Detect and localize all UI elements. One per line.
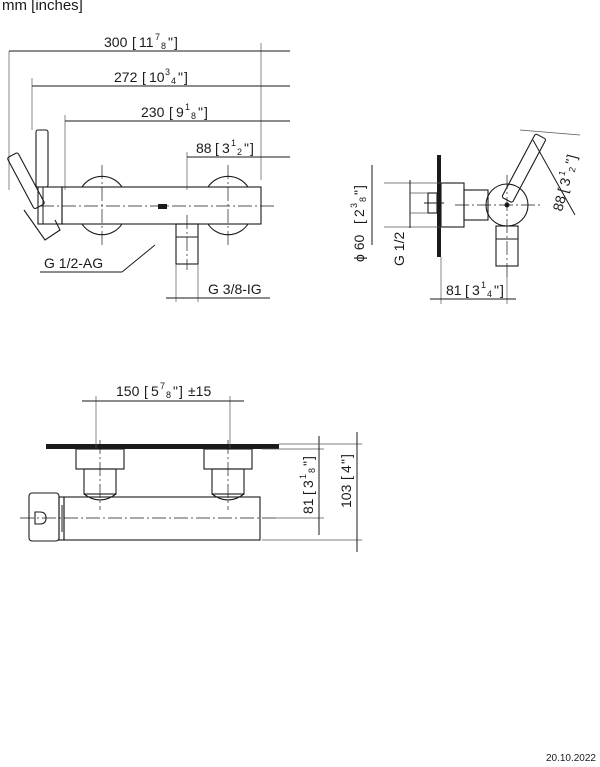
- dim-81-end-num: 1: [481, 280, 486, 290]
- dim-60-num: 3: [349, 203, 359, 208]
- dim-88-den: 2: [237, 147, 242, 157]
- svg-text:": ": [351, 190, 367, 195]
- dim-60-value: ϕ 60: [351, 234, 367, 262]
- svg-text:": ": [244, 140, 249, 156]
- dim-88-inch: 3: [222, 140, 230, 156]
- dim-230-value: 230: [141, 104, 165, 120]
- dim-272-value: 272: [114, 69, 138, 85]
- dim-88-value: 88: [196, 140, 212, 156]
- svg-text:]: ]: [174, 34, 178, 50]
- dim-150-num: 7: [160, 381, 165, 391]
- end-view: ϕ 60 [ 2 3 8 " ] G 1/2 81 [ 3 1 4 " ] 88…: [349, 129, 581, 304]
- dim-150-den: 8: [166, 390, 171, 400]
- svg-text:]: ]: [204, 104, 208, 120]
- wall-plate-side: [437, 155, 441, 257]
- lever-handle: [35, 129, 49, 188]
- dim-60-inch: 2: [351, 209, 367, 217]
- dim-150-inch: 5: [151, 383, 159, 399]
- dim-60-den: 8: [358, 197, 368, 202]
- dim-272-den: 4: [171, 76, 176, 86]
- dim-300-den: 8: [161, 41, 166, 51]
- dim-81-end-den: 4: [487, 289, 492, 299]
- svg-text:[: [: [554, 186, 570, 194]
- dim-150-tolerance: ±15: [188, 383, 211, 399]
- svg-text:[: [: [132, 34, 136, 50]
- dim-272-num: 3: [165, 67, 170, 77]
- dim-88-end-inch: 3: [556, 176, 574, 188]
- svg-text:]: ]: [250, 140, 254, 156]
- svg-text:": ": [178, 69, 183, 85]
- dim-300-value: 300: [104, 34, 128, 50]
- svg-text:]: ]: [184, 69, 188, 85]
- svg-text:]: ]: [563, 153, 579, 161]
- dim-81-front-den: 8: [307, 468, 317, 473]
- dim-88-end-num: 1: [557, 169, 568, 176]
- svg-text:[: [: [142, 69, 146, 85]
- dim-88-end-den: 2: [567, 166, 578, 173]
- dim-103-inch: 4: [338, 465, 354, 473]
- svg-text:": ": [494, 282, 499, 298]
- svg-text:]: ]: [179, 383, 183, 399]
- svg-text:]: ]: [351, 185, 367, 189]
- dim-81-front-num: 1: [298, 474, 308, 479]
- thread-outlet-label: G 3/8-IG: [208, 281, 262, 297]
- side-view: 300 [ 11 7 8 " ] 272 [ 10 3 4 " ] 230 [ …: [7, 32, 290, 302]
- dim-103-value: 103: [338, 484, 354, 508]
- drawing-date: 20.10.2022: [545, 753, 596, 764]
- dim-81-end-value: 81: [446, 282, 462, 298]
- svg-text:]: ]: [300, 456, 316, 460]
- svg-text:]: ]: [338, 454, 354, 458]
- dim-272-inch: 10: [149, 69, 165, 85]
- dim-230-inch: 9: [176, 104, 184, 120]
- svg-text:[: [: [169, 104, 173, 120]
- units-label: mm [inches]: [2, 0, 83, 14]
- dim-81-front-value: 81: [300, 498, 316, 514]
- dim-230-den: 8: [191, 111, 196, 121]
- thread-end-label: G 1/2: [391, 232, 407, 266]
- svg-text:": ": [562, 157, 579, 166]
- svg-text:": ": [173, 383, 178, 399]
- svg-text:[: [: [465, 282, 469, 298]
- svg-text:": ": [168, 34, 173, 50]
- thread-inlet-label: G 1/2-AG: [44, 255, 103, 271]
- mixer-body-front: [63, 496, 261, 541]
- svg-text:": ": [198, 104, 203, 120]
- svg-text:[: [: [215, 140, 219, 156]
- dim-300-num: 7: [155, 32, 160, 42]
- svg-text:[: [: [300, 491, 316, 495]
- svg-text:]: ]: [500, 282, 504, 298]
- dim-81-end-inch: 3: [472, 282, 480, 298]
- dim-300-inch: 11: [139, 34, 154, 50]
- dim-88-end-value: 88: [549, 193, 569, 212]
- svg-text:": ": [338, 459, 354, 464]
- svg-text:[: [: [338, 476, 354, 480]
- dim-88-num: 1: [231, 138, 236, 148]
- front-view: 150 [ 5 7 8 " ] ±15 81 [ 3 1: [20, 381, 362, 552]
- svg-text:[: [: [144, 383, 148, 399]
- dim-230-num: 1: [185, 102, 190, 112]
- dim-150-value: 150: [116, 383, 140, 399]
- dim-81-front-inch: 3: [300, 480, 316, 488]
- svg-text:": ": [300, 461, 316, 466]
- svg-text:[: [: [351, 220, 367, 224]
- wall-plate-front: [46, 444, 279, 449]
